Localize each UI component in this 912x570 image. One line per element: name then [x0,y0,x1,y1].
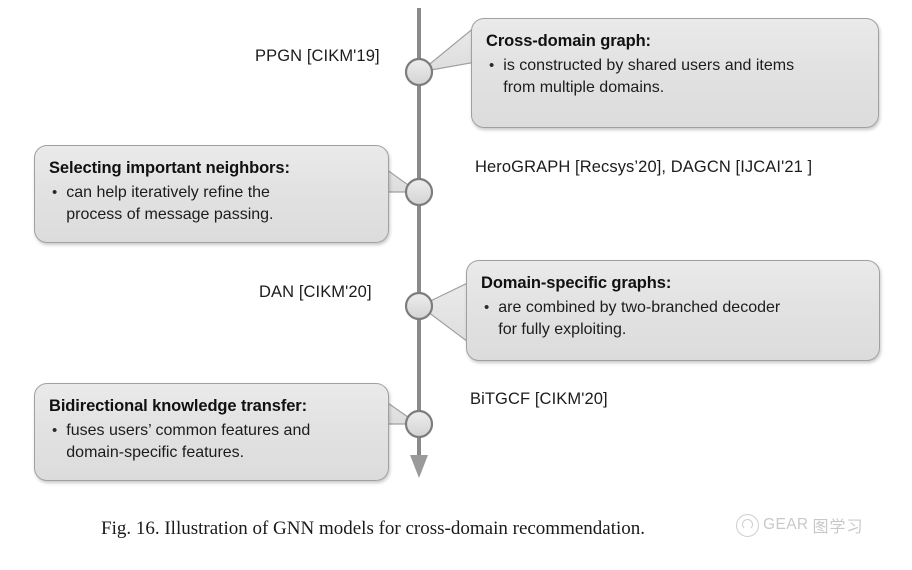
bullet-marker: • [489,57,495,74]
timeline-node-2 [404,177,434,207]
callout-body: • fuses users’ common features and domai… [49,420,374,464]
callout-title: Bidirectional knowledge transfer: [49,397,308,415]
timeline-node-1 [404,57,434,87]
callout-text: are combined by two-branched decoder for… [498,297,780,341]
callout-line-2: from multiple domains. [503,79,665,96]
model-label-ppgn: PPGN [CIKM'19] [255,47,380,65]
callout-cross-domain-graph: Cross-domain graph: • is constructed by … [471,18,879,128]
callout-body: • is constructed by shared users and ite… [486,55,864,99]
callout-domain-specific-graphs: Domain-specific graphs: • are combined b… [466,260,880,361]
callout-title: Domain-specific graphs: [481,274,672,292]
watermark: GEAR 图学习 [736,513,864,537]
callout-text: fuses users’ common features and domain-… [66,420,310,464]
timeline-node-3 [404,291,434,321]
callout-bidirectional-transfer: Bidirectional knowledge transfer: • fuse… [34,383,389,481]
callout-line-1: is constructed by shared users and items [503,57,795,74]
callout-line-1: can help iteratively refine the [66,184,270,201]
callout-line-1: are combined by two-branched decoder [498,299,781,316]
callout-body: • can help iteratively refine the proces… [49,182,374,226]
figure-caption: Fig. 16. Illustration of GNN models for … [101,518,646,539]
callout-title: Selecting important neighbors: [49,159,290,177]
callout-line-2: domain-specific features. [66,444,245,461]
bullet-marker: • [52,184,58,201]
callout-text: can help iteratively refine the process … [66,182,273,226]
model-label-dan: DAN [CIKM'20] [259,283,372,301]
bullet-marker: • [484,299,490,316]
callout-text: is constructed by shared users and items… [503,55,794,99]
timeline-node-4 [404,409,434,439]
callout-body: • are combined by two-branched decoder f… [481,297,865,341]
callout-title: Cross-domain graph: [486,32,651,50]
model-label-herograph-dagcn: HeroGRAPH [Recsys’20], DAGCN [IJCAI'21 ] [475,158,813,176]
callout-line-2: process of message passing. [66,206,274,223]
bullet-marker: • [52,422,58,439]
watermark-text: GEAR [763,516,809,533]
callout-selecting-neighbors: Selecting important neighbors: • can hel… [34,145,389,243]
timeline-axis [410,8,428,478]
watermark-cjk-text: 图学习 [812,519,864,536]
callout-line-1: fuses users’ common features and [66,422,311,439]
callout-line-2: for fully exploiting. [498,321,627,338]
watermark-logo-icon [736,513,759,537]
model-label-bitgcf: BiTGCF [CIKM'20] [470,390,608,408]
